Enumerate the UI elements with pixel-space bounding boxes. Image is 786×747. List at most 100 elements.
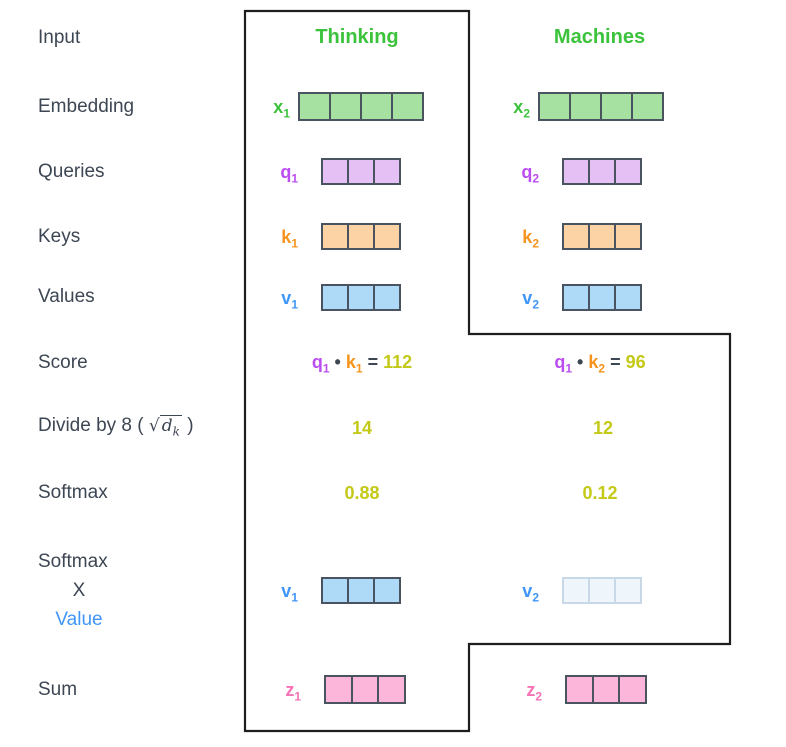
vector-label-q2: q2 [493,162,539,186]
row-label-queries: Queries [38,161,105,182]
score1-q-term: q1 [311,352,330,376]
vector-label-v2: v2 [493,288,539,312]
vector-subscript: 2 [532,590,539,605]
vector-subscript: 1 [291,590,298,605]
sqrt-variable-subscript: k [172,424,180,439]
vector-x1 [298,92,424,121]
vector-cell [564,286,588,309]
vector-label-v1: v1 [252,288,298,312]
vector-cell [614,579,640,602]
divide-value-2: 12 [592,418,614,438]
score2-k-term: k2 [588,352,605,376]
vector-cell [631,94,662,119]
score2-q-letter: q [554,352,566,372]
row-label-softmax: Softmax [38,482,108,503]
vector-cell [347,286,373,309]
vector-v2 [562,284,642,311]
row-label-input: Input [38,27,81,48]
vector-cell [614,160,640,183]
vector-cell [564,225,588,248]
vector-cell [614,286,640,309]
dot-product-icon: • [334,352,341,372]
vector-label-z2: z2 [496,680,542,704]
vector-label-v1-weighted: v1 [252,581,298,605]
column-header-thinking: Thinking [315,26,399,48]
vector-k1 [321,223,401,250]
score1-value: 112 [383,352,413,372]
vector-subscript: 1 [291,297,298,312]
vector-subscript: 2 [535,689,542,704]
score1-equals: = [367,352,379,372]
row-label-keys: Keys [38,226,81,247]
vector-cell [347,225,373,248]
vector-label-x2: x2 [484,97,530,121]
vector-cell [373,160,399,183]
vector-label-x1: x1 [244,97,290,121]
vector-subscript: 2 [532,297,539,312]
vector-cell [564,160,588,183]
vector-letter: k [522,227,533,247]
vector-letter: v [281,288,292,308]
vector-cell [347,579,373,602]
divide-value-1: 14 [351,418,373,438]
vector-k2 [562,223,642,250]
vector-letter: v [281,581,292,601]
vector-cell [588,225,614,248]
score1-k-letter: k [345,352,356,372]
row-label-sum: Sum [38,679,78,700]
vector-cell [564,579,588,602]
softmax-x-value-line3: Value [55,609,103,630]
vector-cell [377,677,404,702]
vector-cell [614,225,640,248]
vector-cell [323,286,347,309]
score2-q-term: q1 [554,352,572,376]
vector-subscript: 1 [291,236,298,251]
vector-cell [618,677,645,702]
vector-cell [329,94,360,119]
score2-k-subscript: 2 [598,361,606,376]
score-equation-1: q1•k1 = 112 [237,352,487,376]
row-label-embedding: Embedding [38,96,135,117]
vector-letter: q [521,162,533,182]
vector-letter: z [526,680,536,700]
vector-letter: q [280,162,292,182]
vector-q2 [562,158,642,185]
vector-v1 [321,284,401,311]
vector-q1 [321,158,401,185]
sqrt-variable: dk [159,415,182,439]
divide-label-suffix: ) [187,415,194,436]
vector-cell [347,160,373,183]
score1-q-letter: q [311,352,323,372]
vector-cell [567,677,592,702]
row-label-score: Score [38,352,88,373]
vector-subscript: 1 [291,171,298,186]
vector-subscript: 1 [294,689,301,704]
vector-cell [600,94,631,119]
vector-letter: x [513,97,524,117]
vector-label-q1: q1 [252,162,298,186]
vector-cell [373,579,399,602]
vector-cell [540,94,569,119]
vector-letter: v [522,288,533,308]
vector-cell [326,677,351,702]
vector-letter: z [285,680,295,700]
vector-subscript: 1 [283,106,290,121]
vector-cell [300,94,329,119]
dot-product-icon: • [577,352,584,372]
vector-z1 [324,675,406,704]
score2-q-subscript: 1 [565,361,573,376]
score2-equals: = [610,352,621,372]
vector-label-z1: z1 [255,680,301,704]
vector-cell [323,579,347,602]
score2-k-letter: k [588,352,599,372]
softmax-value-1: 0.88 [344,483,380,503]
vector-v1-weighted [321,577,401,604]
vector-cell [588,160,614,183]
vector-subscript: 2 [523,106,530,121]
divide-label-prefix: Divide by 8 ( [38,415,144,436]
softmax-x-value-line2: X [72,580,86,601]
vector-letter: x [273,97,284,117]
vector-cell [391,94,422,119]
score1-k-term: k1 [345,352,363,376]
